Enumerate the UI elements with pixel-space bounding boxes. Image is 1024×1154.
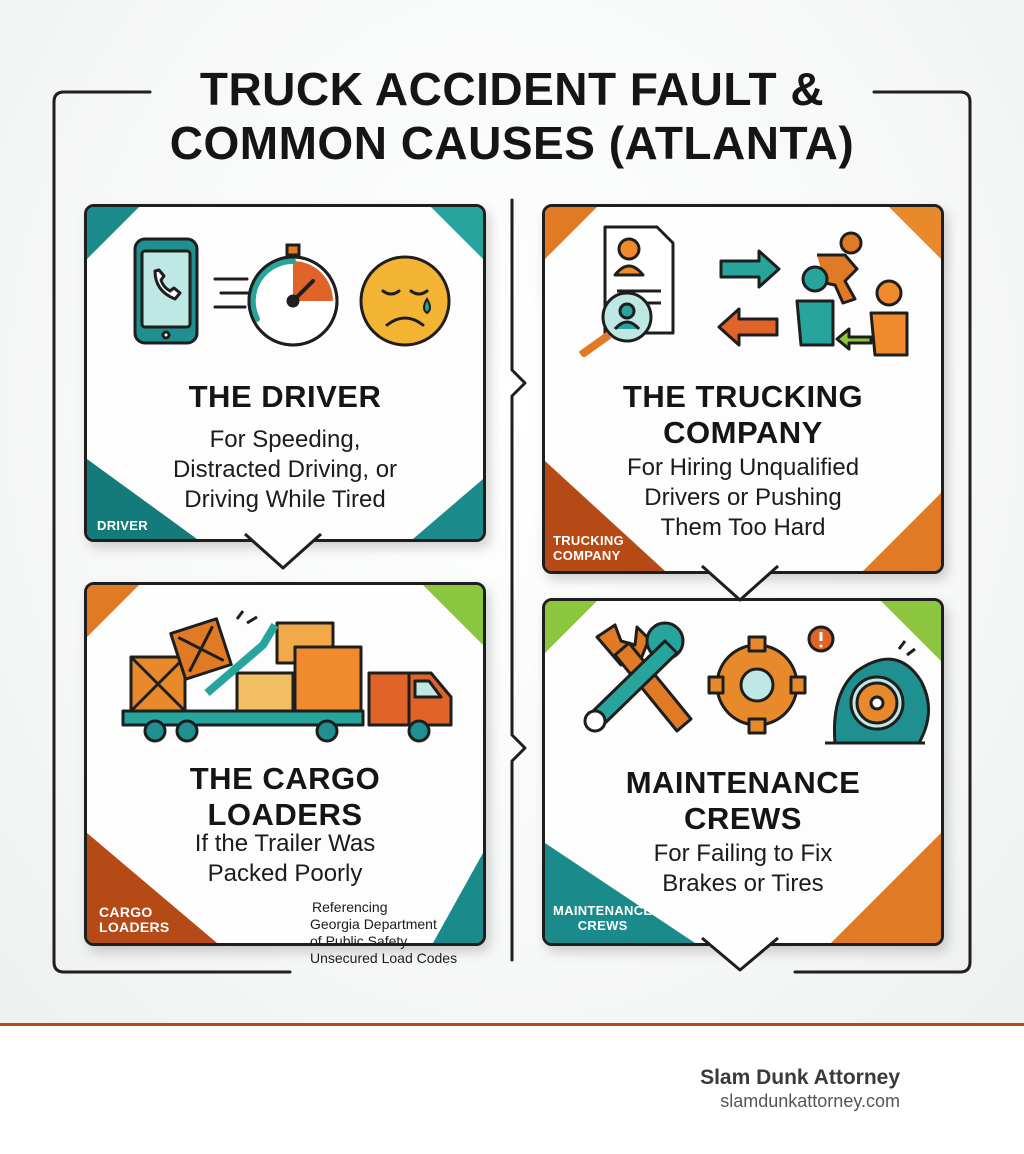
- tag-line: COMPANY: [553, 548, 621, 563]
- driver-icons: [133, 237, 451, 347]
- resume-search-icon: [578, 225, 675, 357]
- tag-line: CARGO: [99, 904, 153, 920]
- company-pointer: [700, 564, 780, 602]
- brand-url: slamdunkattorney.com: [720, 1091, 900, 1111]
- card-maintenance-description: For Failing to Fix Brakes or Tires: [545, 839, 941, 899]
- card-driver: THE DRIVER For Speeding, Distracted Driv…: [84, 204, 486, 542]
- company-icons: [578, 225, 909, 357]
- flat-tire-icon: [825, 640, 931, 745]
- card-company-tag: TRUCKING COMPANY: [553, 533, 624, 563]
- description-line: If the Trailer Was: [194, 830, 376, 857]
- flow-frame: [52, 90, 972, 974]
- people-pushing-icon: [795, 231, 909, 357]
- driver-pointer: [243, 532, 323, 570]
- footer-brand: Slam Dunk Attorney slamdunkattorney.com: [700, 1066, 900, 1112]
- title-line: LOADERS: [207, 797, 363, 832]
- card-driver-title: THE DRIVER: [188, 379, 382, 414]
- tag-line: LOADERS: [99, 919, 170, 935]
- title-line: MAINTENANCE: [625, 765, 861, 800]
- maintenance-pointer: [701, 936, 779, 972]
- card-company-title: THE TRUCKING COMPANY: [545, 379, 941, 451]
- brand-name: Slam Dunk Attorney: [700, 1066, 900, 1089]
- card-driver-description: For Speeding, Distracted Driving, or Dri…: [87, 425, 483, 515]
- stopwatch-icon: [213, 243, 339, 347]
- note-line: Georgia Department: [310, 916, 437, 932]
- card-maintenance-tag: MAINTENANCE CREWS: [553, 903, 652, 933]
- card-cargo-tag: CARGO LOADERS: [99, 905, 170, 935]
- tag-line: CREWS: [577, 918, 628, 933]
- title-line-1: TRUCK ACCIDENT FAULT &: [199, 63, 825, 115]
- description-line: Them Too Hard: [660, 514, 826, 541]
- reference-note: Referencing Georgia Department of Public…: [310, 899, 510, 967]
- phone-icon: [133, 237, 199, 345]
- card-maintenance-crews: MAINTENANCE CREWS For Failing to Fix Bra…: [542, 598, 944, 946]
- note-line: Unsecured Load Codes: [310, 950, 458, 966]
- wrenches-icon: [583, 621, 693, 733]
- title-line: THE TRUCKING: [622, 379, 864, 414]
- main-title: TRUCK ACCIDENT FAULT & COMMON CAUSES (AT…: [150, 62, 874, 170]
- card-driver-tag: DRIVER: [97, 518, 148, 533]
- title-line: THE CARGO: [189, 761, 381, 796]
- title-line: CREWS: [684, 801, 802, 836]
- tired-face-icon: [359, 255, 451, 347]
- card-trucking-company: THE TRUCKING COMPANY For Hiring Unqualif…: [542, 204, 944, 574]
- card-company-description: For Hiring Unqualified Drivers or Pushin…: [545, 453, 941, 543]
- footer-divider: [0, 1023, 1024, 1026]
- card-cargo-loaders: THE CARGO LOADERS If the Trailer Was Pac…: [84, 582, 486, 946]
- description-line: Brakes or Tires: [662, 870, 824, 897]
- description-line: Distracted Driving, or: [172, 456, 398, 483]
- description-line: Driving While Tired: [184, 486, 386, 513]
- note-line: Referencing: [312, 899, 388, 915]
- card-maintenance-title: MAINTENANCE CREWS: [545, 765, 941, 837]
- card-cargo-title: THE CARGO LOADERS: [87, 761, 483, 833]
- card-cargo-description: If the Trailer Was Packed Poorly: [87, 829, 483, 889]
- description-line: For Failing to Fix: [653, 840, 833, 867]
- title-line-2: COMMON CAUSES (ATLANTA): [169, 117, 855, 169]
- description-line: For Speeding,: [209, 426, 361, 453]
- note-line: of Public Safety: [310, 933, 408, 949]
- gear-icon: [707, 625, 835, 735]
- description-line: Packed Poorly: [207, 860, 363, 887]
- tag-line: TRUCKING: [553, 533, 625, 548]
- swap-arrows-icon: [717, 249, 781, 347]
- cargo-icons: [121, 610, 453, 743]
- tag-line: MAINTENANCE: [553, 903, 653, 918]
- description-line: Drivers or Pushing: [644, 484, 842, 511]
- description-line: For Hiring Unqualified: [626, 454, 860, 481]
- overloaded-truck-icon: [121, 610, 453, 743]
- maintenance-icons: [583, 621, 931, 745]
- title-line: COMPANY: [663, 415, 823, 450]
